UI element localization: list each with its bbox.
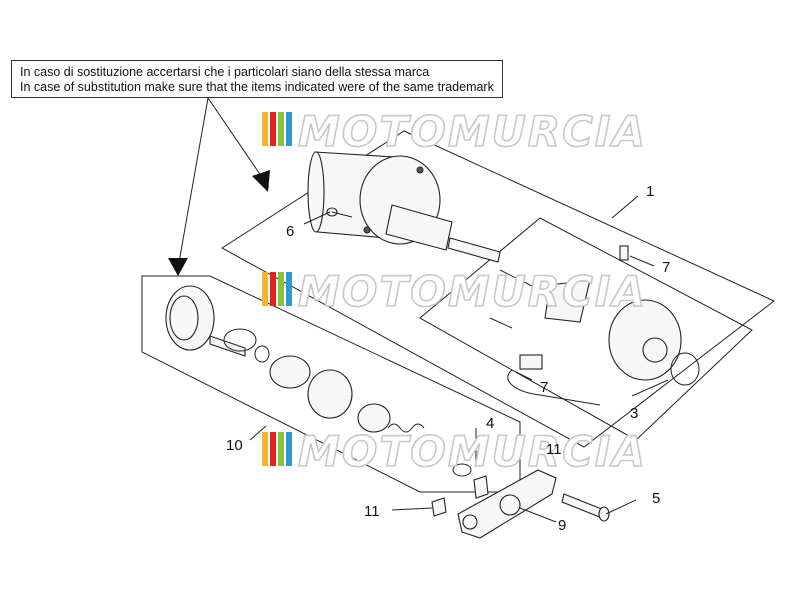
leader-9 [519,507,557,523]
callout-6: 6 [286,223,294,240]
pinion-gear [307,369,353,419]
screw-7-upper [619,245,629,261]
callout-labels: 1 3 4 5 6 7 7 9 10 11 11 [226,183,670,534]
armature [385,204,453,251]
wm-stripe [262,432,268,466]
leader-3 [631,379,669,397]
bush-11-upper [473,475,489,499]
brush-spring-2 [489,317,513,329]
note-arrows [168,97,270,276]
brush-plate [544,279,591,323]
wm-stripe [278,112,284,146]
leader-7a [629,255,655,267]
end-cover-boss [642,337,668,363]
end-cover [608,299,682,381]
frame-group-10 [141,275,521,493]
arrow-to-group-1 [207,97,269,188]
cable-terminal [519,354,543,370]
cable [507,369,601,406]
watermark-middle: MOTOMURCIA [262,266,647,317]
wm-stripe [270,272,276,306]
bolt-5 [561,493,605,519]
note-english: In case of substitution make sure that t… [20,80,494,94]
wm-stripe [270,112,276,146]
drive-shaft [209,335,246,357]
callout-3: 3 [630,405,638,422]
screw-6-shank [331,211,353,218]
watermark-text: MOTOMURCIA [298,267,647,316]
flange-hole [363,226,371,234]
callout-11-lower: 11 [364,503,380,520]
motor-end-cap [307,151,325,233]
armature-shaft [447,237,501,263]
bolt-5-head [598,506,610,522]
callout-9: 9 [558,517,566,534]
arrow-to-group-10 [175,97,209,270]
brush-holder-assembly [489,245,700,406]
brush-spring [499,269,541,291]
pinion-clutch [269,355,311,389]
o-ring-small [254,345,270,363]
leader-lines [249,195,669,523]
leader-5 [605,499,637,515]
wm-stripe [278,432,284,466]
callout-10: 10 [226,437,243,454]
return-spring [387,423,425,433]
watermark-text: MOTOMURCIA [298,107,647,156]
watermark-top: MOTOMURCIA [262,106,647,157]
wm-stripe [262,112,268,146]
note-italian: In caso di sostituzione accertarsi che i… [20,65,430,79]
ring-gear-inner [169,295,199,341]
arrowhead-1 [252,170,270,192]
o-ring-3 [670,352,700,386]
bracket-hole [462,514,478,530]
spring-housing [357,403,391,433]
callout-4: 4 [486,415,494,432]
drive-gear-assembly [165,285,472,477]
callout-5: 5 [652,490,660,507]
arrowhead-10 [168,258,188,276]
leader-6 [303,211,331,225]
bracket-boss [499,494,521,516]
o-ring-large [223,328,257,352]
callout-11-upper: 11 [546,441,562,458]
wm-stripe [286,112,292,146]
wm-stripe [270,432,276,466]
leader-7b [515,371,533,381]
watermark-bottom: MOTOMURCIA [262,426,647,477]
leader-10 [249,425,267,441]
leader-11b [391,507,433,511]
support-bracket-assembly [431,469,610,539]
callout-7-lower: 7 [540,379,548,396]
wm-stripe [286,272,292,306]
watermark-text: MOTOMURCIA [298,427,647,476]
callout-1: 1 [646,183,654,200]
callout-7-upper: 7 [662,259,670,276]
bush-11-lower [431,497,447,517]
starter-motor [307,151,501,263]
circlip [452,463,472,477]
flange-hole [416,166,424,174]
substitution-note-box: In caso di sostituzione accertarsi che i… [11,60,503,98]
wm-stripe [286,432,292,466]
wm-stripe [262,272,268,306]
wm-stripe [278,272,284,306]
leader-1 [611,195,639,219]
